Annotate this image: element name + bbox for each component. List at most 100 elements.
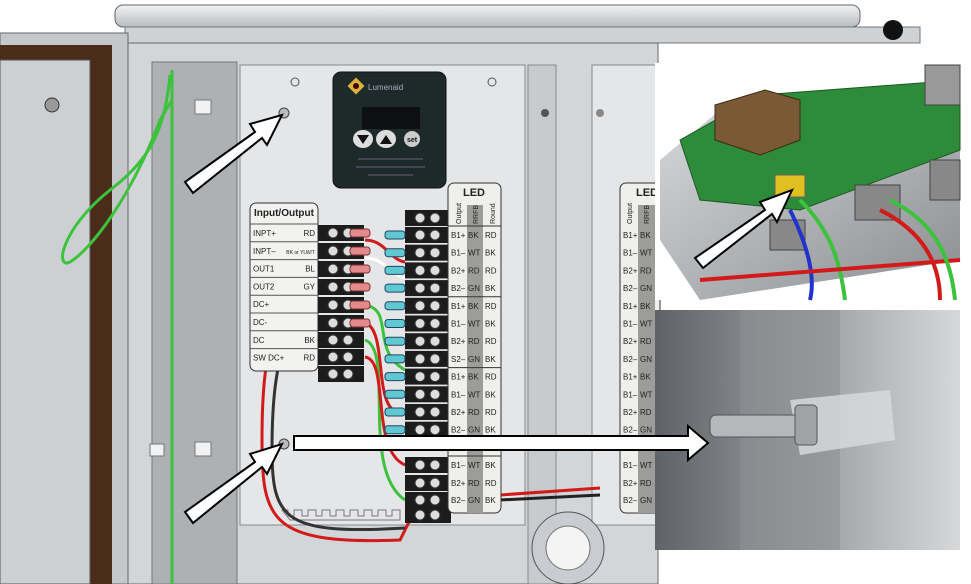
controller-brand: Lumenaid — [368, 83, 403, 92]
led-column-header: Round — [490, 203, 497, 224]
led-cell: B2+ — [623, 479, 638, 488]
led-cell: BK — [485, 320, 496, 329]
terminal-screw-icon — [414, 229, 426, 241]
terminal-screw-icon — [414, 300, 426, 312]
led-cell: RD — [468, 408, 480, 417]
led-cell: B2+ — [623, 266, 638, 275]
io-row-name: DC+ — [253, 300, 270, 309]
terminal-screw-icon — [414, 406, 426, 418]
arrow-icon — [183, 442, 284, 525]
terminal-screw-icon — [342, 351, 354, 363]
led-cell: BK — [468, 302, 479, 311]
io-row-name: OUT2 — [253, 282, 275, 291]
led-cell: GN — [468, 426, 480, 435]
led-cell: GN — [640, 355, 652, 364]
callout-arrows — [183, 113, 794, 525]
led-cell: GN — [468, 284, 480, 293]
triangle-up-icon — [380, 135, 392, 144]
led-cell: WT — [468, 249, 481, 258]
io-row-color: RD — [303, 354, 315, 363]
terminal-screw-icon — [342, 368, 354, 380]
led-cell: BK — [485, 355, 496, 364]
terminal-screw-icon — [414, 353, 426, 365]
terminal-screw-icon — [327, 245, 339, 257]
led-cell: B1+ — [623, 302, 638, 311]
enclosure-lid — [114, 4, 921, 44]
terminal-screw-icon — [414, 282, 426, 294]
terminal-screw-icon — [327, 263, 339, 275]
led-cell: BK — [468, 373, 479, 382]
led-cell: BK — [485, 461, 496, 470]
terminal-screw-icon — [342, 334, 354, 346]
io-row-color: BK — [304, 336, 315, 345]
set-button[interactable]: set — [404, 131, 420, 147]
led-cell: GN — [640, 284, 652, 293]
led-cell: RD — [485, 231, 497, 240]
terminal-screw-icon — [429, 353, 441, 365]
terminal-screw-icon — [327, 368, 339, 380]
led-cell: B1+ — [451, 302, 466, 311]
led-cell: WT — [640, 249, 653, 258]
led-cell: RD — [485, 479, 497, 488]
led-cell: B1+ — [623, 373, 638, 382]
led-cell: RD — [485, 302, 497, 311]
io-row-color: GY — [303, 282, 315, 291]
io-row-color: BK or YLW/T — [286, 250, 315, 256]
io-row-name: SW DC+ — [253, 354, 285, 363]
ground-screw-icon — [44, 97, 60, 113]
led-cell: B1– — [623, 461, 638, 470]
led-cell: BK — [640, 373, 651, 382]
down-button[interactable] — [353, 130, 373, 148]
arrow-icon — [183, 113, 284, 195]
led-cell: B1+ — [451, 373, 466, 382]
terminal-screw-icon — [414, 477, 426, 489]
led-table-title: LED — [636, 187, 658, 199]
led-column-header: Output — [456, 203, 463, 224]
terminal-screw-icon — [327, 281, 339, 293]
terminal-screw-icon — [414, 247, 426, 259]
terminal-screw-icon — [429, 388, 441, 400]
led-cell: B1– — [451, 461, 466, 470]
led-cell: WT — [468, 461, 481, 470]
led-cell: GN — [468, 355, 480, 364]
led-cell: B1– — [451, 390, 466, 399]
terminal-screw-icon — [429, 424, 441, 436]
standoff-icon — [194, 441, 212, 457]
led-cell: RD — [468, 479, 480, 488]
terminal-screw-icon — [429, 300, 441, 312]
inset-pcb-detail — [655, 63, 961, 301]
led-cell: B2– — [623, 355, 638, 364]
led-table-title: LED — [463, 187, 485, 199]
led-cell: RD — [640, 337, 652, 346]
terminal-screw-icon — [414, 494, 426, 506]
terminal-screw-icon — [429, 477, 441, 489]
standoff-icon — [194, 99, 212, 115]
led-cell: B2+ — [451, 479, 466, 488]
terminal-screw-icon — [429, 212, 441, 224]
io-row-name: OUT1 — [253, 265, 275, 274]
terminal-screw-icon — [414, 318, 426, 329]
led-cell: B2+ — [451, 337, 466, 346]
led-cell: B2+ — [451, 266, 466, 275]
led-cell: B1– — [451, 249, 466, 258]
led-cell: RD — [468, 266, 480, 275]
terminal-screw-icon — [429, 282, 441, 294]
up-button[interactable] — [376, 130, 396, 148]
led-cell: RD — [485, 266, 497, 275]
terminal-screw-icon — [327, 227, 339, 239]
led-cell: B2– — [623, 284, 638, 293]
terminal-screw-icon — [429, 509, 441, 521]
terminal-screw-icon — [429, 494, 441, 506]
io-row-name: INPT+ — [253, 229, 276, 238]
terminal-screw-icon — [429, 318, 441, 329]
screw-icon — [709, 414, 801, 438]
terminal-screw-icon — [414, 371, 426, 383]
controller-display — [362, 107, 420, 129]
led-cell: GN — [468, 496, 480, 505]
terminal-screw-icon — [414, 264, 426, 276]
led-cell: WT — [468, 390, 481, 399]
io-row-name: INPT– — [253, 247, 276, 256]
io-row-color: RD — [303, 229, 315, 238]
svg-text:set: set — [407, 137, 418, 144]
led-cell: B1– — [623, 249, 638, 258]
